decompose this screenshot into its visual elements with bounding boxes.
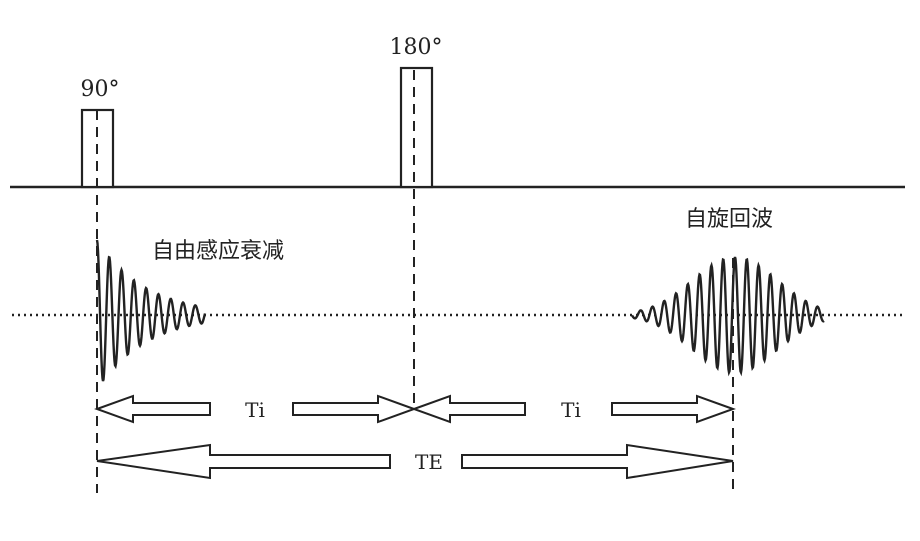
te-left-arrow — [96, 443, 391, 480]
ti1-right-arrow — [292, 394, 417, 424]
ti2-left-arrow — [411, 394, 526, 424]
pulse-180-label: 180° — [390, 35, 443, 60]
ti1-left-arrow — [94, 394, 211, 424]
ti2-right-arrow — [611, 394, 736, 424]
fid-label: 自由感应衰减 — [152, 239, 284, 264]
ti1-label: Ti — [245, 398, 265, 422]
pulse-90-label: 90° — [81, 77, 120, 102]
te-label: TE — [415, 450, 443, 474]
pulse-180-box — [399, 66, 434, 189]
te-right-arrow — [461, 443, 734, 480]
echo-label: 自旋回波 — [685, 207, 773, 232]
fid-waveform — [95, 239, 207, 382]
ti2-label: Ti — [561, 398, 581, 422]
echo-waveform — [631, 256, 825, 377]
